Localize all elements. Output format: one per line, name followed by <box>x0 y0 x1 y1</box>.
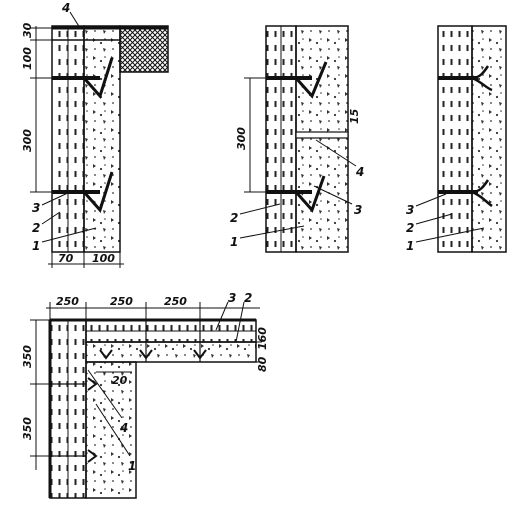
dim-top-b: 250 <box>110 295 133 308</box>
concrete-layer-vertical <box>85 361 137 499</box>
dim-spacing: 300 <box>235 127 248 150</box>
callout-1: 1 <box>32 239 40 253</box>
anchor-tie <box>87 377 98 391</box>
flexible-tie <box>471 179 493 208</box>
dim-width-left: 70 <box>58 252 74 265</box>
callout-1: 1 <box>230 235 238 249</box>
dim-gap: 15 <box>348 108 361 124</box>
callout-2: 2 <box>244 291 252 305</box>
concrete-layer <box>295 25 349 253</box>
flexible-tie <box>471 65 493 92</box>
concrete-layer <box>471 25 507 253</box>
diagram-4: 250 250 250 350 350 160 80 20 3 2 4 1 <box>21 291 269 499</box>
anchor-tie <box>99 349 113 360</box>
anchor-tie <box>294 61 328 99</box>
callout-3: 3 <box>406 203 414 217</box>
anchor-tie <box>294 175 326 213</box>
callout-3: 3 <box>228 291 236 305</box>
callout-1: 1 <box>128 459 136 473</box>
callout-4: 4 <box>355 165 364 179</box>
callout-1: 1 <box>406 239 414 253</box>
anchor-tie <box>82 57 114 99</box>
dim-left-a: 350 <box>21 345 34 368</box>
floor-slab <box>119 25 169 73</box>
dim-right-b: 80 <box>256 356 269 372</box>
anchor-tie <box>193 349 207 360</box>
callout-2: 2 <box>406 221 414 235</box>
diagram-3: 3 2 1 <box>406 25 507 253</box>
anchor-tie <box>82 171 114 213</box>
callout-3: 3 <box>32 201 40 215</box>
brick-layer <box>437 25 473 253</box>
concrete-layer <box>83 25 121 253</box>
anchor-tie <box>139 349 153 360</box>
callout-4: 4 <box>119 421 128 435</box>
dim-width-right: 100 <box>92 252 115 265</box>
dim-right-a: 160 <box>256 327 269 350</box>
dim-left-b: 350 <box>21 417 34 440</box>
callout-3: 3 <box>354 203 362 217</box>
dim-top: 30 <box>21 22 34 38</box>
callout-2: 2 <box>32 221 40 235</box>
gap-strip <box>295 131 349 139</box>
dim-inner: 20 <box>112 374 128 387</box>
diagram-1: 30 100 300 70 100 4 3 2 1 <box>21 1 169 268</box>
dim-top-c: 250 <box>164 295 187 308</box>
callout-4: 4 <box>61 1 70 15</box>
dim-top-a: 250 <box>56 295 79 308</box>
dim-upper: 100 <box>21 47 34 70</box>
diagram-2: 300 15 4 3 2 1 <box>230 25 364 253</box>
anchor-tie <box>87 449 98 463</box>
callout-2: 2 <box>230 211 238 225</box>
dim-spacing: 300 <box>21 129 34 152</box>
